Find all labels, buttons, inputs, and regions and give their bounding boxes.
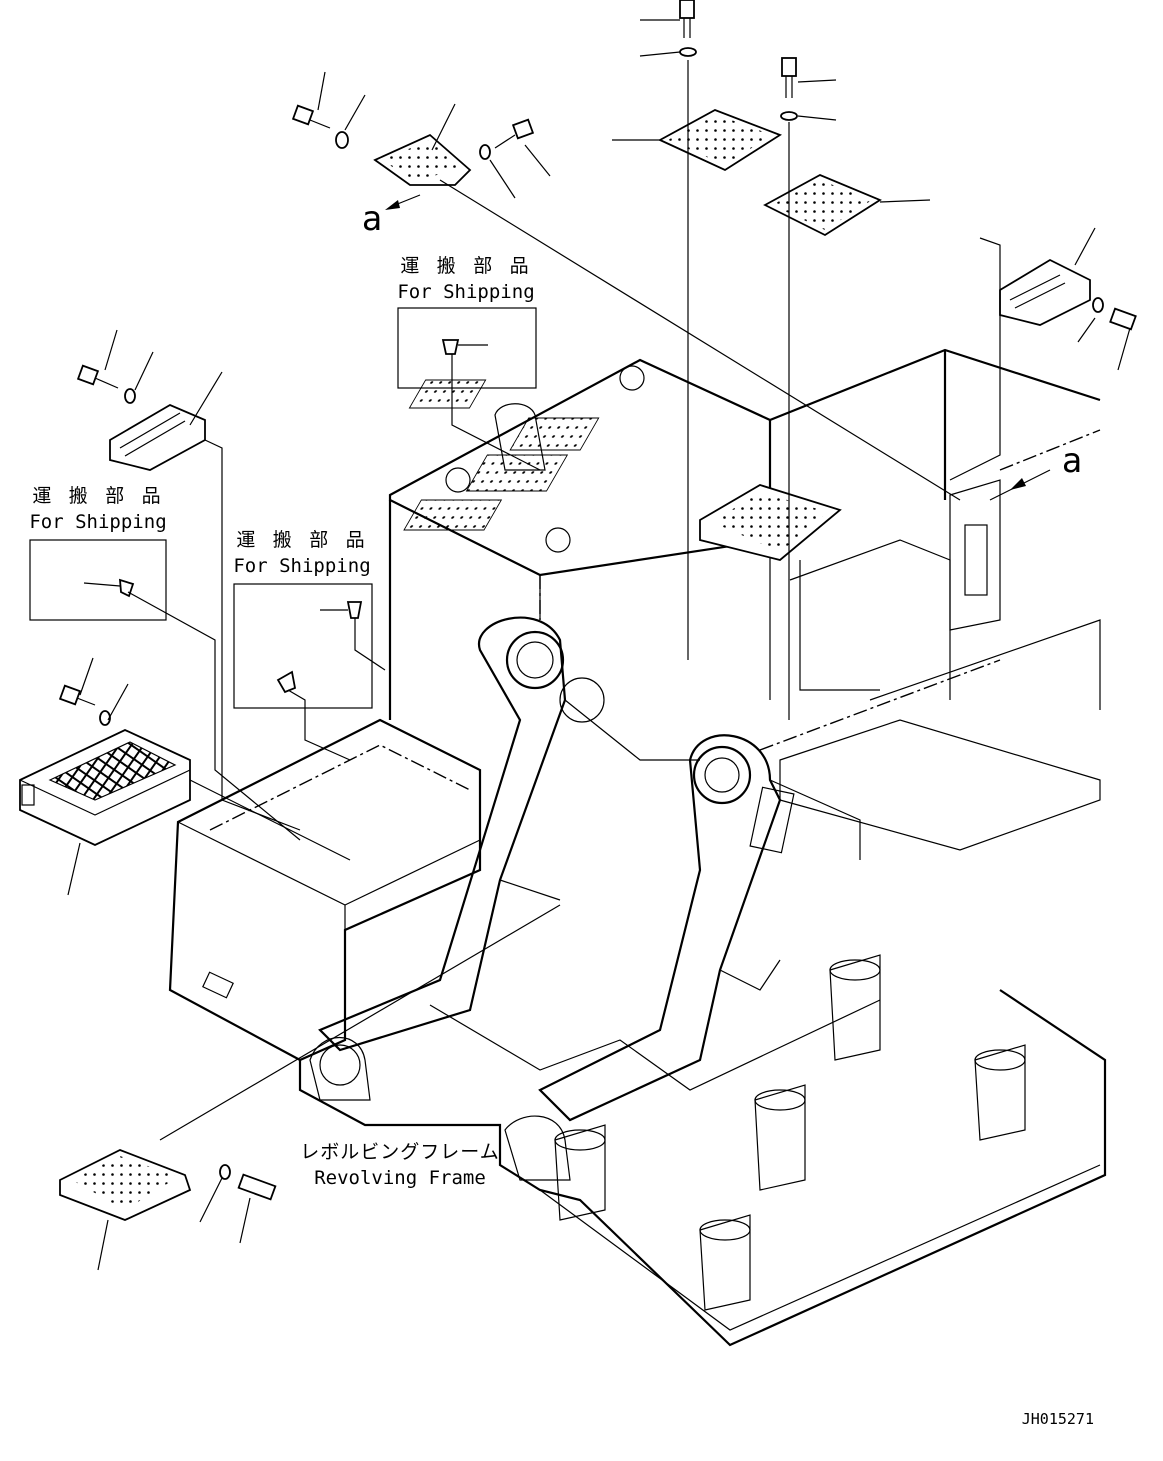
step-left-upper [76,364,206,471]
step-bottom-left [59,1149,277,1221]
bolt-top-center [679,0,697,57]
shipping-label-jp-mid: 運 搬 部 品 [236,529,367,551]
shipping-label-jp-left: 運 搬 部 品 [32,485,163,507]
step-plate-right [763,174,882,237]
revolving-frame [168,348,1107,1347]
frame-label-en: Revolving Frame [314,1167,486,1189]
leader-lines [67,19,1131,1271]
bolt-top-left [291,104,349,149]
drawing-number: JH015271 [1022,1410,1094,1428]
shipping-box-center [397,307,537,389]
shipping-box-mid [233,583,373,709]
step-plate-top [657,109,782,172]
bolt-top-mid [479,118,535,160]
annotations: a a 運 搬 部 品 For Shipping 運 搬 部 品 For Shi… [29,199,1094,1428]
frame-label-jp: レボルビングフレーム [300,1141,499,1163]
shipping-box-left [29,539,167,621]
shipping-label-en-mid: For Shipping [233,555,370,577]
ref-mark-a-left: a [362,199,382,239]
step-top-left [373,133,472,186]
swing-motor-housings [554,954,1026,1311]
shipping-label-en-left: For Shipping [29,511,166,533]
bolt-top-right [780,57,798,121]
ref-mark-a-right: a [1062,441,1082,481]
step-right [999,258,1137,331]
shipping-label-jp-center: 運 搬 部 品 [400,255,531,277]
mesh-step-box [19,684,191,846]
shipping-label-en-center: For Shipping [397,281,534,303]
exploded-parts [19,0,1137,1221]
